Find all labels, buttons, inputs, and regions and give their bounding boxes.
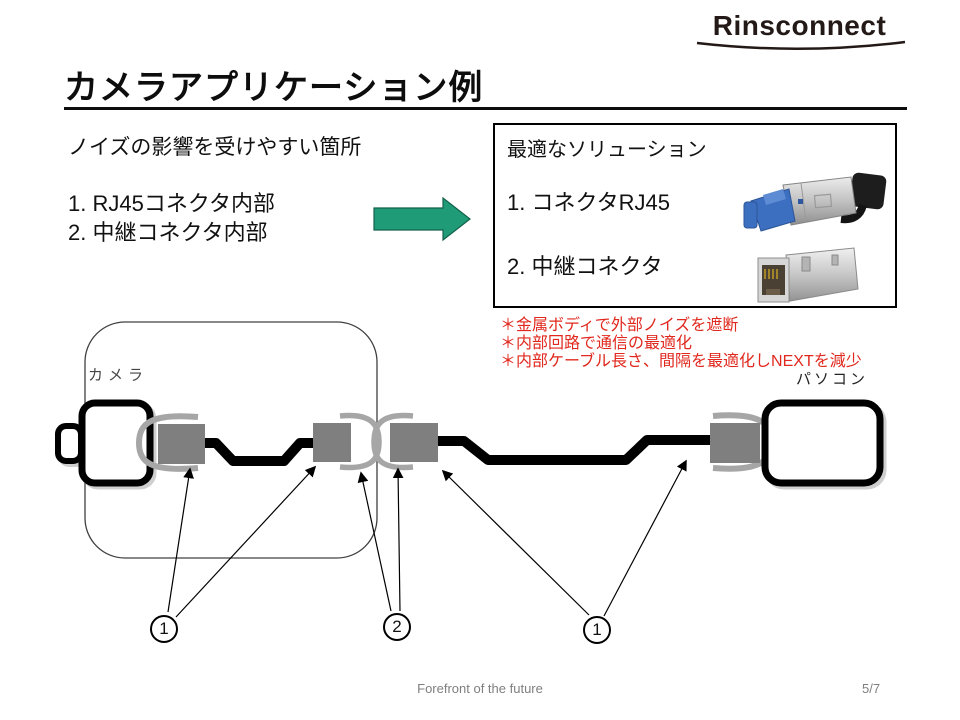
camera-plug-connector <box>158 424 205 464</box>
problem-item: 2. 中継コネクタ内部 <box>68 220 268 245</box>
cable-to-pc <box>437 435 712 465</box>
title-underline <box>64 107 907 110</box>
solution-heading: 最適なソリューション <box>507 139 707 161</box>
problem-heading: ノイズの影響を受けやすい箇所 <box>68 136 362 159</box>
coupler-right-connector <box>390 423 438 462</box>
callout-arrow <box>175 465 317 618</box>
marker-2: 2 <box>383 613 411 641</box>
pc-label: パソコン <box>796 371 869 388</box>
note-line: ＊内部回路で通信の最適化 <box>500 335 693 352</box>
marker-1-right: 1 <box>583 616 611 644</box>
camera-body <box>78 399 154 487</box>
camera-lens-knob <box>55 423 84 464</box>
note-line: ＊金属ボディで外部ノイズを遮断 <box>500 317 739 334</box>
problem-item: 1. RJ45コネクタ内部 <box>68 191 275 216</box>
cable-inside-camera <box>203 438 316 466</box>
marker-1-left: 1 <box>150 615 178 643</box>
coupler-right-shell <box>371 412 414 471</box>
logo-swoosh-icon <box>696 40 906 51</box>
pc-body <box>761 399 884 487</box>
callout-arrow <box>603 459 687 617</box>
connection-diagram <box>55 321 887 618</box>
page-title: カメラアプリケーション例 <box>64 69 484 107</box>
coupler-left-shell <box>339 412 382 471</box>
callout-arrow <box>441 469 590 616</box>
note-line: ＊内部ケーブル長さ、間隔を最適化しNEXTを減少 <box>500 353 862 370</box>
rj45-plug-image <box>743 172 887 232</box>
right-arrow-icon <box>373 197 471 242</box>
callout-arrow <box>392 467 404 612</box>
pc-plug-connector <box>710 423 760 463</box>
footer-tagline: Forefront of the future <box>417 681 543 696</box>
solution-item: 1. コネクタRJ45 <box>507 190 670 215</box>
keystone-jack-image <box>757 247 859 303</box>
callout-arrow <box>167 467 194 613</box>
callout-arrow <box>357 471 392 612</box>
logo-text: Rinsconnect <box>712 10 887 41</box>
page-number: 5/7 <box>862 681 881 696</box>
coupler-left-connector <box>313 423 351 462</box>
camera-plug-shell <box>135 413 199 472</box>
camera-label: カメラ <box>88 367 149 384</box>
solution-panel: 最適なソリューション 1. コネクタRJ45 2. 中継コネクタ <box>493 123 897 308</box>
solution-item: 2. 中継コネクタ <box>507 254 663 279</box>
